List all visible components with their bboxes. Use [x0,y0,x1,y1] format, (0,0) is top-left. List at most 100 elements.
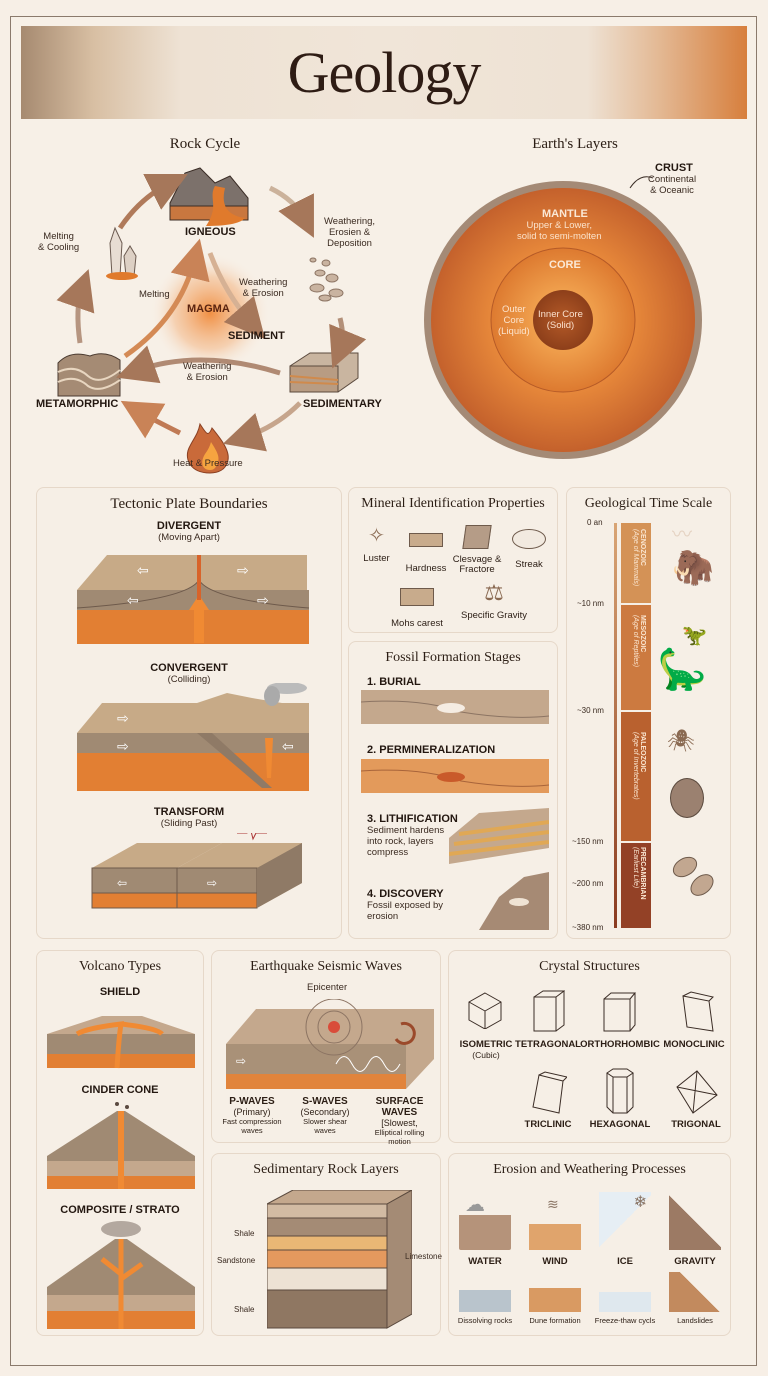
sed-layers-title: Sedimentary Rock Layers [253,1162,399,1177]
mineral-hardness: Hardness [401,523,451,574]
lithification-desc: Sediment hardens into rock, layers compr… [367,825,445,858]
convergent-diagram: ⇨ ⇨ ⇦ [77,683,309,791]
metamorphic-rock-icon [57,353,121,397]
agent-gravity: GRAVITY [674,1256,716,1267]
volcano-composite-label: COMPOSITE / STRATO [60,1204,180,1216]
stage-lithification: 3. LITHIFICATION [367,813,458,825]
stage-discovery: 4. DISCOVERY [367,888,444,900]
agent-wind: WIND [542,1256,568,1267]
process-weathering-erosion-inner: Weathering& Erosion [239,277,288,299]
desc-ice: Freeze-thaw cycls [594,1316,656,1325]
crystal-triclinic: TRICLINIC [524,1119,572,1130]
layer-sandstone: Sandstone [217,1256,256,1265]
tectonic-title: Tectonic Plate Boundaries [110,496,268,512]
svg-text:⇨: ⇨ [236,1054,246,1068]
desc-water: Dissolving rocks [457,1316,513,1325]
inner-core-layer [533,290,593,350]
balance-scale-icon: ⚖ [484,580,504,605]
tick-2: ~30 nm [577,706,604,715]
sed-layers-panel: Sedimentary Rock Layers Shale Sandstone … [211,1153,442,1336]
layer-shale-bottom: Shale [234,1305,255,1314]
crystals-title: Crystal Structures [539,959,640,974]
crust-desc: Continental& Oceanic [648,174,697,196]
svg-text:⇦: ⇦ [282,738,294,754]
agent-water: WATER [468,1256,502,1267]
mineral-luster: ✧ Luster [354,523,399,564]
process-weathering-deposition: Weathering,Erosien &Deposition [324,216,376,249]
title-banner: Geology [21,26,747,119]
core-label: CORE [549,259,581,271]
volcano-cinder-label: CINDER CONE [81,1084,159,1096]
process-melting-cooling: Melting& Cooling [38,231,80,253]
crystal-tetragonal: TETRAGONAL [515,1039,581,1050]
permineralization-illustration [361,759,549,793]
minerals-panel: Mineral Identification Properties ✧ Lust… [348,487,558,633]
discovery-desc: Fossil exposed by erosion [367,900,444,922]
time-axis [614,523,617,928]
crystal-orthorhombic: ORTHORHOMBIC [580,1039,660,1050]
isometric-crystal-icon [468,992,502,1029]
crystal-trigonal: TRIGONAL [671,1119,721,1130]
scratch-tool-icon [401,533,451,563]
process-melting: Melting [139,289,170,300]
pressure-block-icon [387,588,447,618]
ice-icon: ❄ [599,1192,651,1250]
process-heat-pressure: Heat & Pressure [173,458,243,469]
water-icon: ☁ [459,1192,511,1250]
layer-shale-top: Shale [234,1229,255,1238]
rock-cycle-diagram [56,167,367,474]
tetragonal-crystal-icon [533,990,565,1032]
svg-text:⇦: ⇦ [117,876,127,890]
lithification-illustration [449,808,549,864]
shield-volcano-illustration [47,1016,195,1069]
era-precambrian: PRECAMBRIAN(Earliest Life) [621,843,651,928]
stage-permineralization: 2. PERMINERALIZATION [367,744,496,756]
node-sediment: SEDIMENT [228,330,285,342]
erosion-panel: Erosion and Weathering Processes ☁ ≋ ❄ W… [448,1153,731,1336]
igneous-rock-icon [169,167,249,226]
tick-0: 0 an [587,518,603,527]
tick-4: ~200 nm [572,879,604,888]
volcano-panel: Volcano Types SHIELD CINDER CONE COMPOSI… [36,950,204,1336]
trigonal-crystal-icon [676,1070,718,1114]
sauropod-icon: 🦕 [657,648,707,692]
era-mesozoic: MESOZOIC(Age of Reptiles) [621,605,651,710]
raptor-icon: 🦖 [682,625,707,647]
crust-label: CRUST [655,162,693,174]
pebbles-icon [309,257,344,302]
gravity-icon [669,1192,721,1250]
monoclinic-crystal-icon [682,991,714,1032]
dune-icon [529,1272,581,1312]
rock-cycle-title: Rock Cycle [169,136,241,152]
time-scale-panel: Geological Time Scale 0 an ~10 nm ~30 nm… [566,487,731,939]
tick-3: ~150 nm [572,837,604,846]
node-metamorphic: METAMORPHIC [36,398,119,410]
triclinic-crystal-icon [532,1071,567,1114]
tick-5: ~380 nm [572,923,604,932]
mantle-label: MANTLE [542,208,588,220]
era-paleozoic: PALEOZOIC(Age of Invertebrates) [621,712,651,841]
broken-mineral-icon [451,525,503,555]
node-magma: MAGMA [187,303,230,315]
desc-gravity: Landslides [677,1316,713,1325]
desc-wind: Dune formation [529,1316,581,1325]
fossil-title: Fossil Formation Stages [385,650,521,665]
time-scale-title: Geological Time Scale [584,496,713,511]
fossil-panel: Fossil Formation Stages 1. BURIAL 2. PER… [348,641,558,939]
layer-limestone: Limestone [405,1252,442,1261]
earth-layers-title: Earth's Layers [532,136,618,152]
mineral-cleavage: Clesvage & Fractore [451,523,503,576]
erosion-title: Erosion and Weathering Processes [493,1162,686,1177]
mineral-streak: Streak [504,523,554,570]
sparkle-icon: ✧ [368,525,385,547]
streak-plate-icon [504,529,554,559]
crystal-hexagonal: HEXAGONAL [589,1119,651,1130]
crystals-panel: Crystal Structures ISOMETRIC(Cubic) TETR… [448,950,731,1143]
epicenter-label: Epicenter [307,982,348,993]
svg-text:⇨: ⇨ [117,738,129,754]
seismic-title: Earthquake Seismic Waves [250,959,402,974]
surface-waves: SURFACE WAVES [Slowest, Elliptical rolli… [374,1096,425,1146]
stage-burial: 1. BURIAL [367,676,421,688]
agent-ice: ICE [617,1256,633,1267]
